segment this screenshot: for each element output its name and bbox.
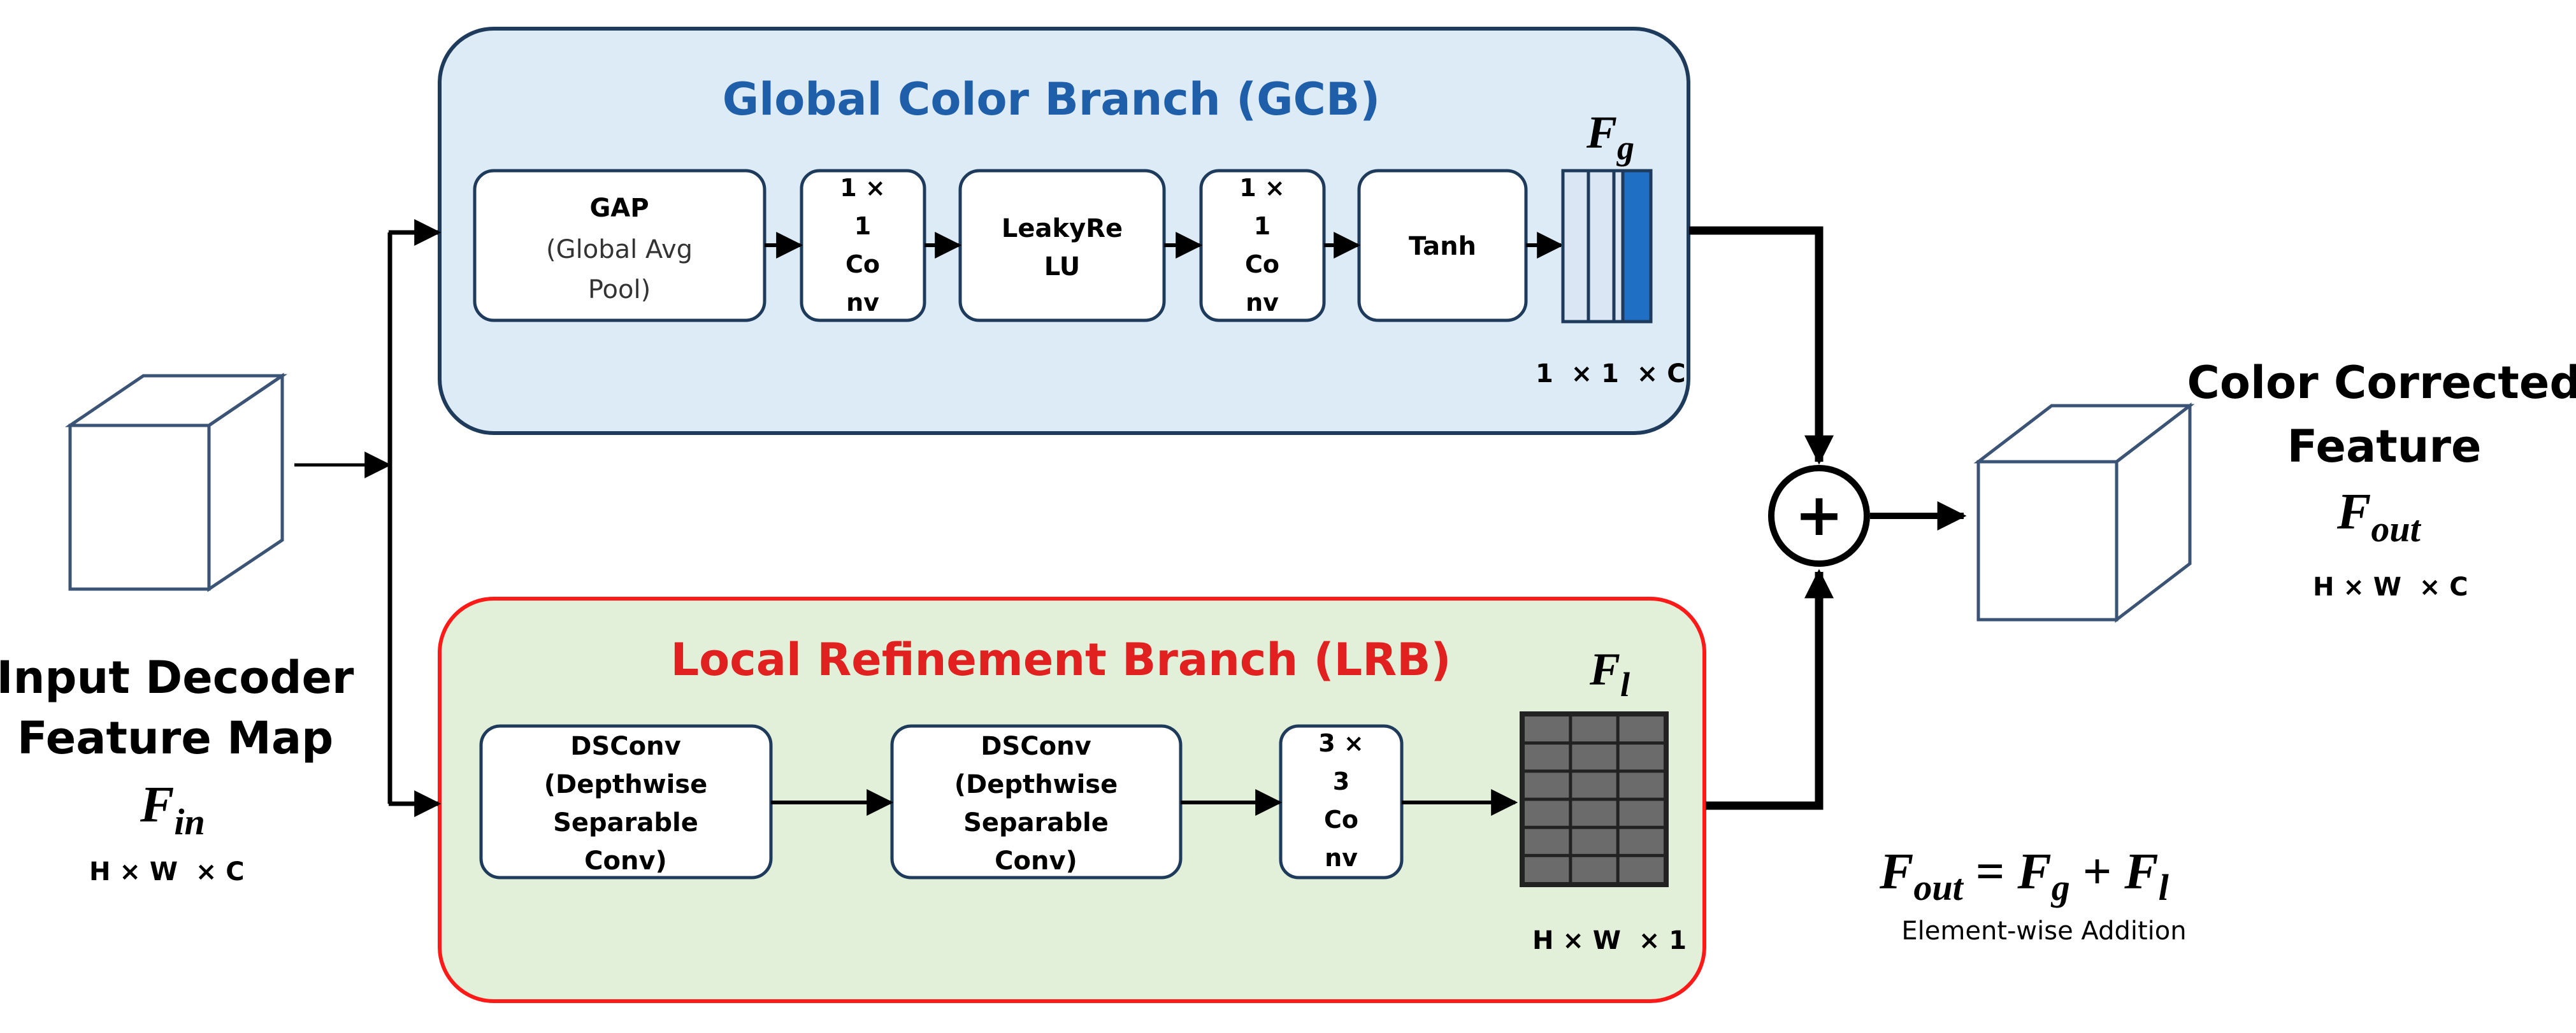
equation-caption: Element-wise Addition bbox=[1901, 916, 2186, 946]
gcb-leakyrelu-line-1: LeakyRe bbox=[1002, 214, 1123, 243]
lrb-dsconv2-line-1: DSConv bbox=[981, 732, 1091, 761]
gcb-conv1-block: 1 × 1 Co nv bbox=[800, 169, 926, 322]
fg-vector-cell-1 bbox=[1561, 169, 1590, 324]
fl-grid-cell bbox=[1525, 857, 1569, 882]
gcb-conv2-line-4: nv bbox=[1246, 289, 1279, 317]
fl-grid-cell bbox=[1572, 773, 1616, 798]
equation: Fout = Fg + Fl bbox=[1879, 844, 2169, 908]
lrb-conv3x3-line-3: Co bbox=[1324, 806, 1358, 834]
fl-grid-cell bbox=[1572, 716, 1616, 742]
gcb-leakyrelu-line-2: LU bbox=[1044, 252, 1081, 281]
lrb-dsconv1-line-2: (Depthwise bbox=[544, 770, 707, 799]
lrb-title: Local Refinement Branch (LRB) bbox=[671, 634, 1451, 686]
gcb-gap-label: GAP bbox=[589, 194, 649, 223]
gcb-panel: Global Color Branch (GCB) GAP (Global Av… bbox=[438, 27, 1690, 435]
adder-node: + bbox=[1768, 465, 1870, 567]
fl-grid-cell bbox=[1572, 801, 1616, 826]
fl-grid-cell bbox=[1572, 829, 1616, 854]
fl-grid-cell bbox=[1572, 744, 1616, 770]
fl-grid-cell bbox=[1619, 857, 1664, 882]
fg-vector-cell-2 bbox=[1587, 169, 1616, 324]
gcb-tanh-block: Tanh bbox=[1357, 169, 1528, 322]
output-dims: H × W × C bbox=[2313, 573, 2468, 602]
gcb-conv1-line-2: 1 bbox=[854, 212, 871, 240]
lrb-dsconv2-line-4: Conv) bbox=[995, 846, 1077, 876]
fl-grid-cell bbox=[1525, 829, 1569, 854]
fl-grid bbox=[1520, 711, 1669, 887]
lrb-conv3x3-line-2: 3 bbox=[1333, 767, 1349, 795]
fl-grid-cell bbox=[1619, 801, 1664, 826]
gcb-conv1-line-4: nv bbox=[846, 289, 879, 317]
fl-grid-cell bbox=[1525, 716, 1569, 742]
fl-grid-cell bbox=[1619, 773, 1664, 798]
gcb-conv2-line-2: 1 bbox=[1254, 212, 1270, 240]
gcb-conv2-line-1: 1 × bbox=[1239, 174, 1285, 202]
lrb-dsconv1-block: DSConv (Depthwise Separable Conv) bbox=[479, 724, 773, 880]
input-title-line-1: Input Decoder bbox=[0, 652, 354, 704]
fl-grid-cell bbox=[1572, 857, 1616, 882]
fl-dims: H × W × 1 bbox=[1532, 926, 1687, 955]
gcb-conv2-line-3: Co bbox=[1245, 250, 1279, 278]
fg-vector bbox=[1561, 169, 1653, 324]
input-cube bbox=[64, 373, 288, 592]
fl-grid-frame bbox=[1520, 711, 1669, 887]
gcb-conv2-block: 1 × 1 Co nv bbox=[1199, 169, 1326, 322]
gcb-title: Global Color Branch (GCB) bbox=[723, 73, 1381, 125]
fg-label: Fg bbox=[1586, 107, 1634, 167]
output-symbol: Fout bbox=[2336, 484, 2422, 550]
output-cube bbox=[1973, 402, 2195, 623]
fl-grid-cell bbox=[1619, 744, 1664, 770]
lrb-dsconv1-line-4: Conv) bbox=[584, 846, 667, 876]
fl-grid-cell bbox=[1525, 801, 1569, 826]
adder-symbol: + bbox=[1794, 481, 1843, 549]
fg-dims: 1 × 1 × C bbox=[1536, 359, 1686, 388]
gcb-gap-sub-2: Pool) bbox=[588, 275, 651, 304]
fl-grid-cell bbox=[1525, 744, 1569, 770]
fg-vector-cell-4 bbox=[1621, 169, 1653, 324]
lrb-dsconv2-block: DSConv (Depthwise Separable Conv) bbox=[890, 724, 1183, 880]
fl-label: Fl bbox=[1589, 644, 1630, 704]
lrb-conv3x3-block: 3 × 3 Co nv bbox=[1279, 724, 1404, 880]
lrb-conv3x3-line-4: nv bbox=[1325, 844, 1358, 872]
fg-to-adder-path bbox=[1689, 226, 1834, 465]
fl-to-adder-path bbox=[1706, 569, 1834, 810]
lrb-conv3x3-line-1: 3 × bbox=[1318, 729, 1364, 757]
input-dims: H × W × C bbox=[89, 857, 245, 887]
fl-grid-cell bbox=[1619, 829, 1664, 854]
fl-grid-cell bbox=[1525, 773, 1569, 798]
output-title-line-2: Feature bbox=[2287, 420, 2482, 473]
gcb-conv1-line-3: Co bbox=[845, 250, 880, 278]
gcb-tanh-label: Tanh bbox=[1409, 232, 1476, 261]
input-title-line-2: Feature Map bbox=[17, 712, 333, 764]
lrb-panel: Local Refinement Branch (LRB) DSConv (De… bbox=[438, 597, 1706, 1003]
gcb-gap-sub-1: (Global Avg bbox=[546, 235, 693, 264]
lrb-dsconv1-line-1: DSConv bbox=[570, 732, 680, 761]
lrb-dsconv2-line-3: Separable bbox=[963, 808, 1109, 837]
input-symbol: Fin bbox=[140, 777, 205, 843]
gcb-leakyrelu-block: LeakyRe LU bbox=[958, 169, 1166, 322]
lrb-dsconv1-line-3: Separable bbox=[553, 808, 698, 837]
gcb-gap-block: GAP (Global Avg Pool) bbox=[473, 169, 766, 322]
fl-grid-cell bbox=[1619, 716, 1664, 742]
connectors bbox=[294, 219, 1967, 817]
output-title-line-1: Color Corrected bbox=[2187, 357, 2576, 409]
gcb-conv1-line-1: 1 × bbox=[840, 174, 886, 202]
lrb-dsconv2-line-2: (Depthwise bbox=[954, 770, 1118, 799]
